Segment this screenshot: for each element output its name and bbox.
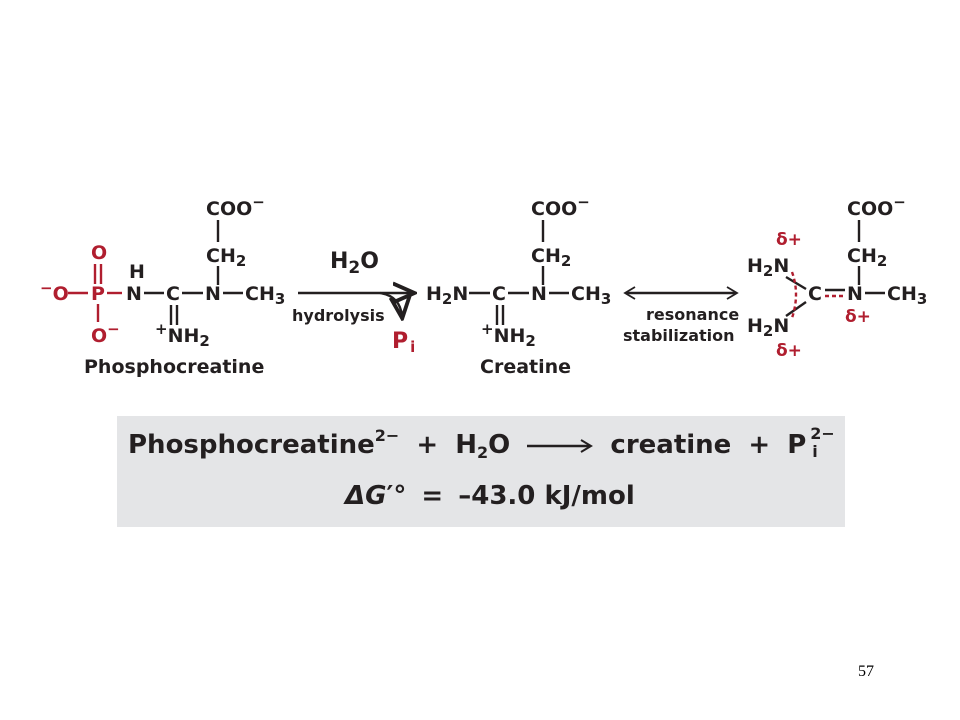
phosphocreatine-label: Phosphocreatine — [84, 356, 264, 378]
rs-n: N — [847, 283, 863, 305]
eq-plus-1: + — [416, 430, 439, 460]
resonance-arrow-left-head — [623, 286, 636, 300]
rs-h2n-top: H2N — [747, 255, 789, 280]
equation-box — [117, 416, 845, 527]
creatine-structure: COO− CH2 H2N C N CH3 +NH2 Creatine — [426, 193, 611, 378]
pc-h: H — [129, 261, 145, 283]
cr-n: N — [531, 283, 547, 305]
cr-coo: COO− — [531, 193, 590, 220]
eq-water: H2O — [455, 430, 511, 462]
delta-g-equation: ΔG′° = –43.0 kJ/mol — [345, 481, 635, 511]
resonance-label-line1: resonance — [646, 305, 739, 324]
rs-bond-ntop-c — [785, 275, 807, 291]
pc-o-top: O — [91, 242, 107, 264]
rs-delta-top: δ+ — [776, 230, 802, 250]
rs-ch2: CH2 — [847, 245, 887, 270]
cr-nh2: +NH2 — [481, 320, 536, 350]
pc-o-minus: O− — [91, 320, 120, 347]
eq-product-creatine: creatine — [610, 430, 732, 460]
eq-reactant-charge: 2− — [374, 426, 400, 445]
water-reagent: H2O — [330, 249, 379, 278]
resonance-structure: COO− CH2 δ+ H2N H2N δ+ C N CH3 δ+ — [747, 193, 927, 361]
eq-pi-p: P — [787, 430, 807, 460]
pc-n1: N — [126, 283, 142, 305]
rs-h2n-bottom: H2N — [747, 315, 789, 340]
eq-pi-charge: 2− — [810, 424, 835, 443]
delta-g-value: –43.0 kJ/mol — [458, 481, 635, 511]
rs-delta-bottom: δ+ — [776, 341, 802, 361]
pc-p: P — [91, 283, 105, 305]
resonance-label-line2: stabilization — [623, 326, 735, 345]
eq-water-sub: 2 — [477, 443, 489, 462]
pc-o-left: −O — [40, 279, 69, 305]
rs-delta-n: δ+ — [845, 307, 871, 327]
slide-number: 57 — [858, 663, 874, 680]
resonance-arrow-group: resonance stabilization — [623, 286, 739, 345]
resonance-arrow-right-head — [726, 286, 739, 300]
eq-reaction-arrow — [527, 438, 594, 453]
delta-g-equals: = — [421, 481, 444, 511]
pc-n2: N — [205, 283, 221, 305]
reaction-scheme: COO− CH2 O −O P O− H N C N CH3 +NH2 Phos… — [40, 193, 927, 378]
cr-h2n: H2N — [426, 283, 468, 308]
delta-g-symbol: ΔG — [345, 481, 387, 511]
eq-plus-2: + — [748, 430, 771, 460]
rs-c: C — [808, 283, 822, 305]
cr-c: C — [492, 283, 506, 305]
pc-c: C — [166, 283, 180, 305]
hydrolysis-label: hydrolysis — [292, 306, 385, 325]
cr-ch3: CH3 — [571, 283, 611, 308]
pc-ch3: CH3 — [245, 283, 285, 308]
eq-pi-sub: i — [812, 442, 818, 461]
pc-nh2: +NH2 — [155, 320, 210, 350]
rs-bond-nbot-c — [785, 301, 807, 317]
creatine-label: Creatine — [480, 356, 571, 378]
rs-coo: COO− — [847, 193, 906, 220]
pi-release-arrow — [379, 291, 402, 316]
pc-coo: COO− — [206, 193, 265, 220]
eq-water-o: O — [488, 430, 511, 460]
phosphocreatine-structure: COO− CH2 O −O P O− H N C N CH3 +NH2 Phos… — [40, 193, 285, 378]
eq-reactant: Phosphocreatine — [128, 430, 375, 460]
eq-water-h: H — [455, 430, 478, 460]
pc-ch2: CH2 — [206, 245, 246, 270]
cr-ch2: CH2 — [531, 245, 571, 270]
rs-ch3: CH3 — [887, 283, 927, 308]
delta-g-prime: ′° — [386, 481, 407, 511]
rs-partial-bond-arc — [790, 271, 798, 319]
